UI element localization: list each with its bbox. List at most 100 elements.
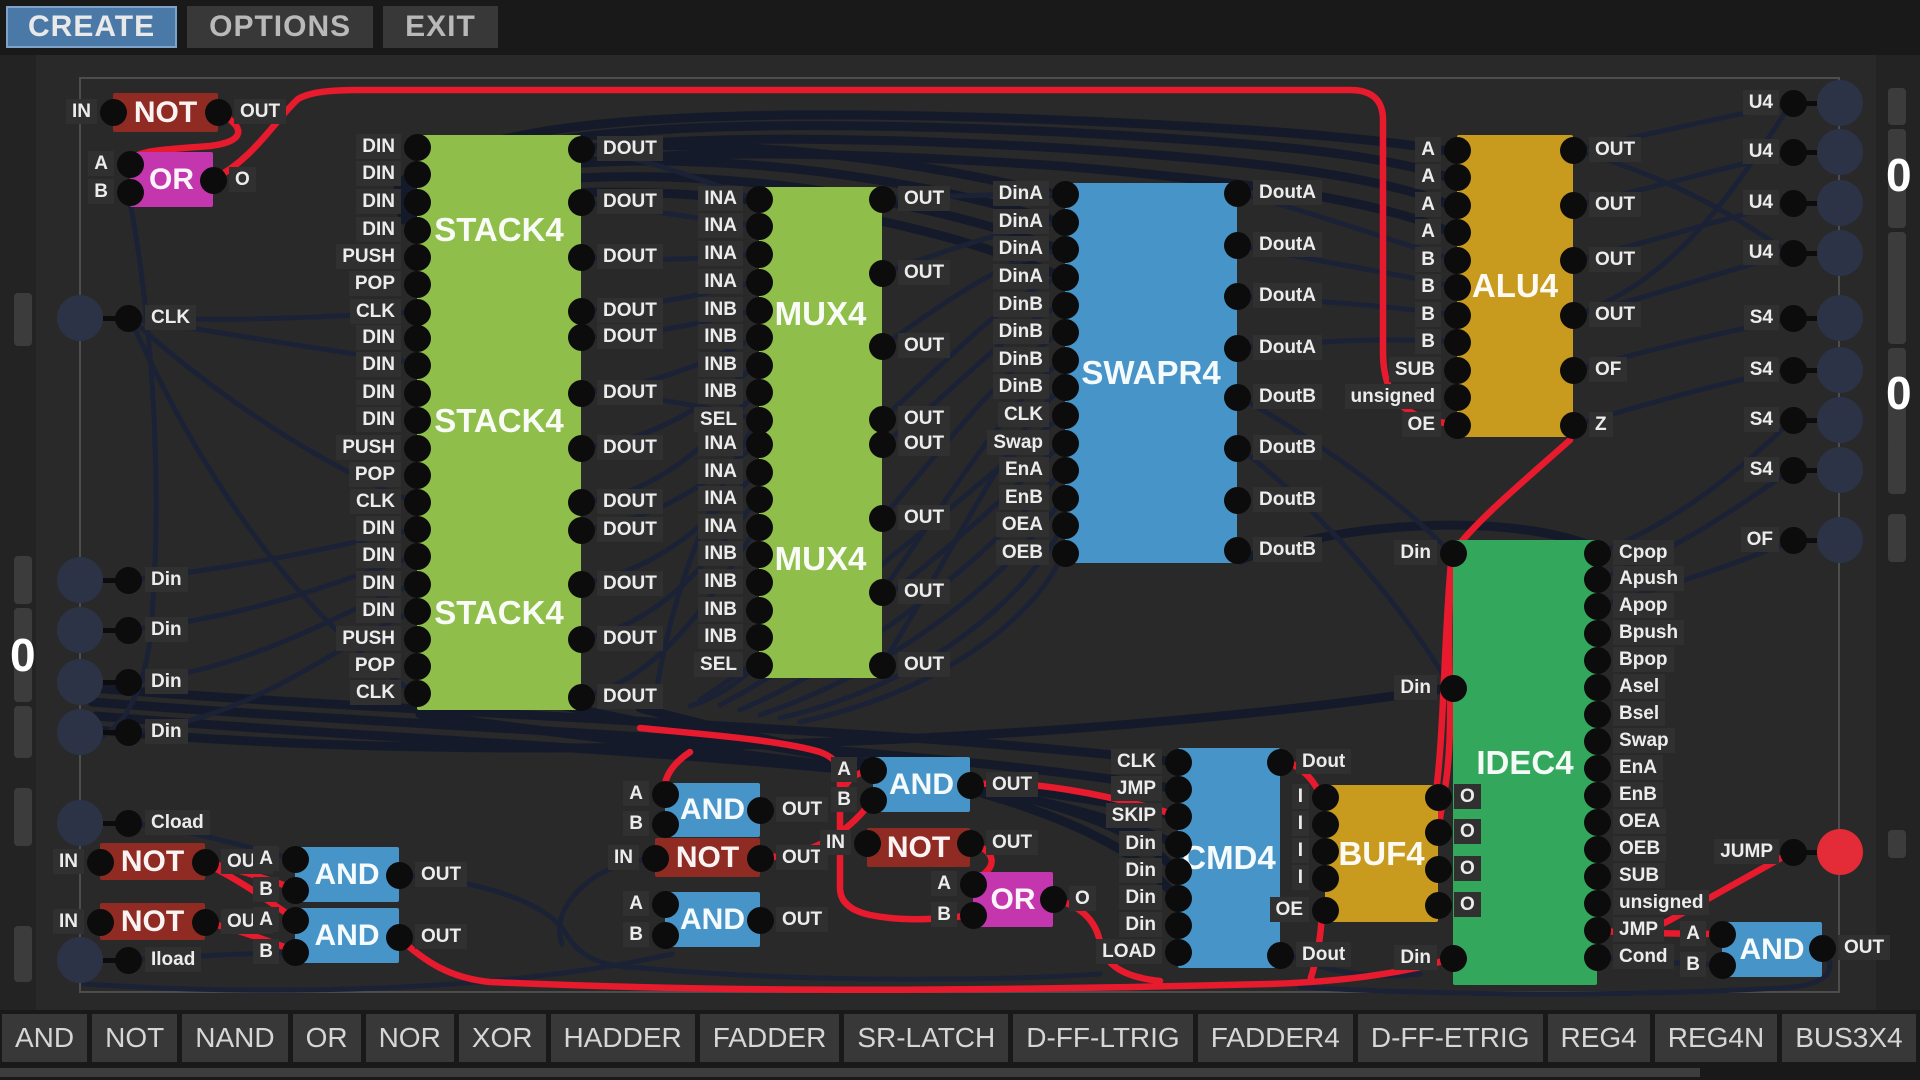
pin-din[interactable] [114, 718, 142, 746]
wire[interactable] [81, 951, 675, 993]
menu-button-create[interactable]: CREATE [6, 6, 178, 48]
toolbar-chip-fadder4[interactable]: FADDER4 [1197, 1014, 1353, 1062]
pin-out[interactable] [868, 185, 896, 213]
pin-oe[interactable] [1311, 896, 1339, 924]
pin-din[interactable] [1164, 830, 1192, 858]
pin-in[interactable] [86, 908, 114, 936]
pin-apop[interactable] [1583, 592, 1611, 620]
pin-dout[interactable] [1266, 941, 1294, 969]
pin-dinb[interactable] [1051, 318, 1079, 346]
toolbar-scrollbar[interactable] [0, 1068, 1700, 1077]
pin-oeb[interactable] [1583, 835, 1611, 863]
pin-din[interactable] [114, 668, 142, 696]
terminal-s4-toggle[interactable] [1817, 447, 1863, 493]
pin-jump[interactable] [1779, 838, 1807, 866]
terminal-iload-toggle[interactable] [57, 937, 103, 983]
pin-dina[interactable] [1051, 263, 1079, 291]
chip-and-5[interactable]: AND [665, 892, 760, 947]
terminal-s4-toggle[interactable] [1817, 295, 1863, 341]
pin-dina[interactable] [1051, 235, 1079, 263]
toolbar-chip-not[interactable]: NOT [92, 1014, 178, 1062]
pin-dout[interactable] [567, 323, 595, 351]
pin-push[interactable] [403, 243, 431, 271]
chip-and-4[interactable]: AND [873, 757, 970, 812]
pin-b[interactable] [1443, 246, 1471, 274]
pin-out[interactable] [956, 829, 984, 857]
pin-ina[interactable] [745, 513, 773, 541]
pin-apush[interactable] [1583, 565, 1611, 593]
pin-bsel[interactable] [1583, 700, 1611, 728]
pin-inb[interactable] [745, 540, 773, 568]
pin-clk[interactable] [114, 304, 142, 332]
toolbar-chip-nor[interactable]: NOR [365, 1014, 454, 1062]
toolbar-chip-sr-latch[interactable]: SR-LATCH [844, 1014, 1009, 1062]
pin-inb[interactable] [745, 351, 773, 379]
pin-ina[interactable] [745, 458, 773, 486]
pin-ina[interactable] [745, 485, 773, 513]
wire[interactable] [396, 872, 1103, 982]
wire[interactable] [652, 417, 760, 703]
pin-b[interactable] [281, 938, 309, 966]
pin-enb[interactable] [1583, 781, 1611, 809]
pin-in[interactable] [641, 844, 669, 872]
pin-clk[interactable] [403, 298, 431, 326]
pin-dinb[interactable] [1051, 291, 1079, 319]
pin-clk[interactable] [1164, 748, 1192, 776]
pin-bpush[interactable] [1583, 619, 1611, 647]
pin-inb[interactable] [745, 596, 773, 624]
terminal-din-toggle[interactable] [57, 607, 103, 653]
pin-o[interactable] [1424, 818, 1452, 846]
pin-pop[interactable] [403, 270, 431, 298]
pin-a[interactable] [651, 780, 679, 808]
pin-jmp[interactable] [1583, 916, 1611, 944]
toolbar-chip-xor[interactable]: XOR [458, 1014, 546, 1062]
pin-cond[interactable] [1583, 943, 1611, 971]
pin-o[interactable] [199, 166, 227, 194]
pin-o[interactable] [1039, 885, 1067, 913]
pin-din[interactable] [403, 597, 431, 625]
pin-in[interactable] [99, 98, 127, 126]
pin-din[interactable] [403, 188, 431, 216]
pin-inb[interactable] [745, 568, 773, 596]
pin-b[interactable] [281, 876, 309, 904]
toolbar-chip-d-ff-ltrig[interactable]: D-FF-LTRIG [1013, 1014, 1193, 1062]
chip-and-1[interactable]: AND [295, 847, 399, 902]
pin-u4[interactable] [1779, 239, 1807, 267]
pin-doutb[interactable] [1223, 486, 1251, 514]
pin-dout[interactable] [567, 434, 595, 462]
pin-oea[interactable] [1583, 808, 1611, 836]
pin-dout[interactable] [567, 135, 595, 163]
pin-din[interactable] [1439, 944, 1467, 972]
pin-of[interactable] [1779, 526, 1807, 554]
pin-out[interactable] [385, 861, 413, 889]
toolbar-chip-and[interactable]: AND [2, 1014, 88, 1062]
pin-ina[interactable] [745, 212, 773, 240]
pin-i[interactable] [1311, 864, 1339, 892]
terminal-jump-toggle[interactable] [1817, 829, 1863, 875]
pin-din[interactable] [403, 570, 431, 598]
pin-out[interactable] [868, 504, 896, 532]
pin-a[interactable] [859, 756, 887, 784]
wire[interactable] [1236, 394, 1454, 556]
pin-dout[interactable] [567, 488, 595, 516]
wire[interactable] [1572, 101, 1794, 318]
pin-b[interactable] [1443, 273, 1471, 301]
pin-out[interactable] [868, 332, 896, 360]
toolbar-chip-or[interactable]: OR [292, 1014, 361, 1062]
chip-not-1[interactable]: NOT [113, 93, 218, 132]
wire[interactable] [1236, 445, 1454, 691]
chip-not-3[interactable]: NOT [100, 903, 205, 940]
pin-clk[interactable] [1051, 401, 1079, 429]
pin-i[interactable] [1311, 810, 1339, 838]
pin-push[interactable] [403, 434, 431, 462]
pin-out[interactable] [385, 923, 413, 951]
chip-alu4[interactable]: ALU4 [1457, 135, 1573, 437]
pin-load[interactable] [1164, 938, 1192, 966]
terminal-of-toggle[interactable] [1817, 517, 1863, 563]
terminal-u4-toggle[interactable] [1817, 180, 1863, 226]
menu-button-exit[interactable]: EXIT [383, 6, 498, 48]
chip-not-5[interactable]: NOT [867, 828, 970, 867]
toolbar-chip-reg4[interactable]: REG4 [1547, 1014, 1650, 1062]
pin-o[interactable] [1424, 891, 1452, 919]
